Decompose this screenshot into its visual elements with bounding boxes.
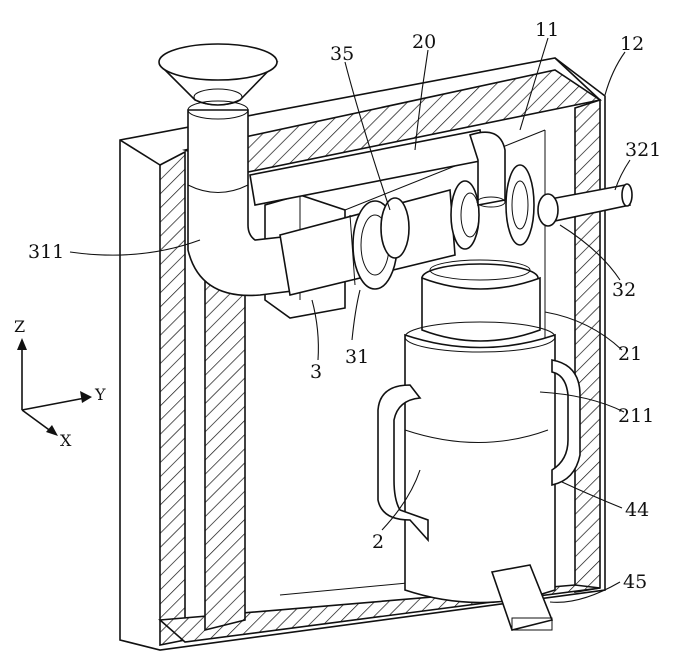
leader-lines <box>69 37 631 603</box>
axis-x-label: X <box>60 431 72 450</box>
label-311: 311 <box>28 241 64 263</box>
axis-z-label: Z <box>14 317 25 336</box>
label-31: 31 <box>345 346 369 368</box>
label-45: 45 <box>623 571 647 593</box>
upper-pipe <box>249 129 506 208</box>
label-321: 321 <box>625 139 661 161</box>
label-211: 211 <box>618 405 654 427</box>
main-cylinder <box>377 321 581 604</box>
label-32: 32 <box>612 279 636 301</box>
drive-shaft <box>505 164 633 246</box>
turntable <box>421 259 541 342</box>
elbow-pipe <box>187 100 301 297</box>
label-35: 35 <box>330 43 354 65</box>
label-44: 44 <box>625 499 649 521</box>
axes-indicator: Z Y X <box>14 317 106 450</box>
label-11: 11 <box>535 19 559 41</box>
label-2: 2 <box>372 531 384 553</box>
axis-y-label: Y <box>94 385 106 404</box>
horizontal-pipe <box>279 180 480 296</box>
reference-labels: 12 11 20 35 321 311 32 3 31 21 211 44 2 … <box>28 19 661 593</box>
label-12: 12 <box>620 33 644 55</box>
label-21: 21 <box>618 343 642 365</box>
label-20: 20 <box>412 31 436 53</box>
label-3: 3 <box>310 361 322 383</box>
outlet-spout <box>490 564 554 631</box>
inlet-funnel <box>158 43 279 106</box>
